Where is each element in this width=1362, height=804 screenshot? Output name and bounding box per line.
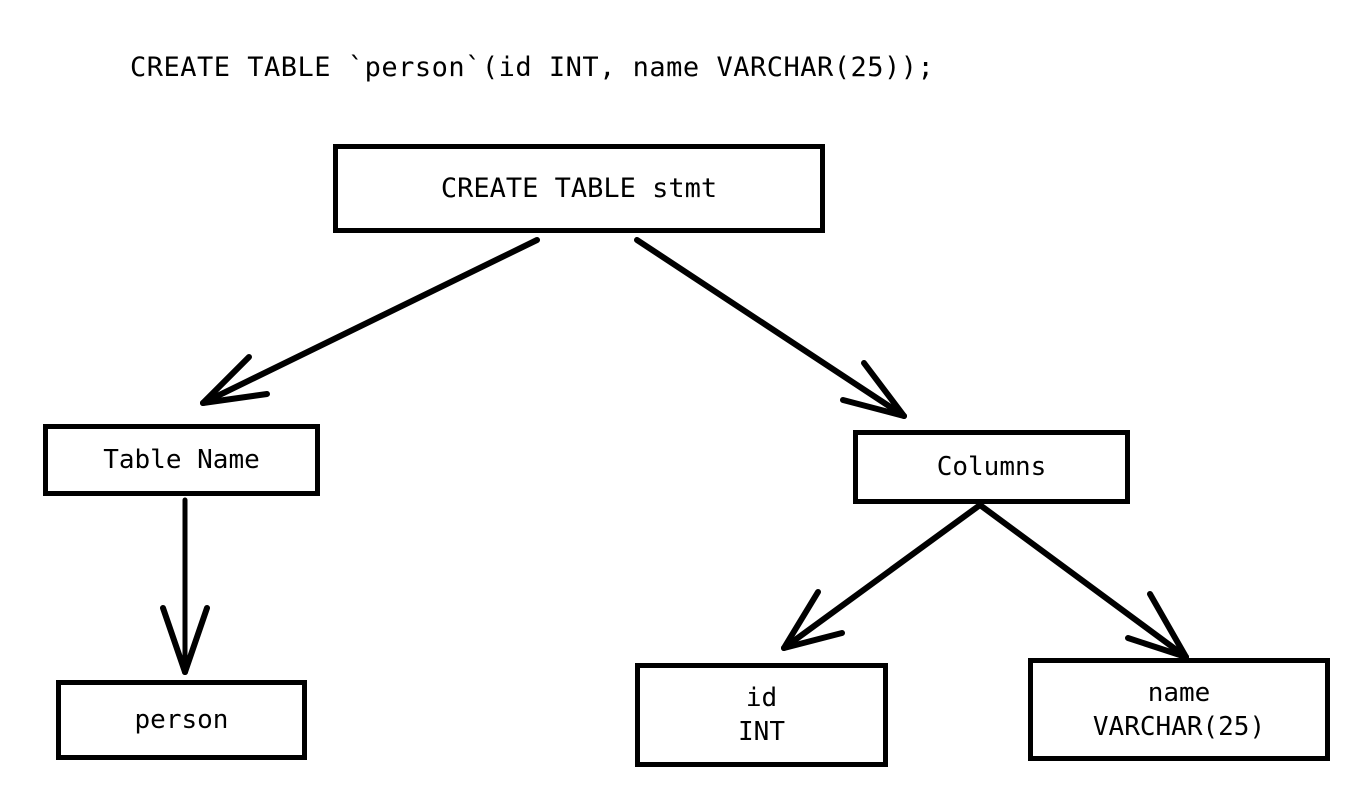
edge-table-name-to-person: [160, 497, 210, 675]
node-label: id: [745, 683, 778, 713]
node-person[interactable]: person: [56, 680, 307, 760]
node-label: person: [134, 705, 229, 735]
node-label-type: INT: [738, 717, 785, 747]
node-columns[interactable]: Columns: [853, 430, 1130, 504]
node-label: name: [1147, 677, 1211, 708]
node-create-table-stmt[interactable]: CREATE TABLE stmt: [333, 144, 825, 233]
edge-columns-to-col-name: [977, 502, 1189, 660]
page-title: CREATE TABLE `person`(id INT, name VARCH…: [130, 52, 935, 83]
node-label-type: VARCHAR(25): [1092, 711, 1266, 742]
edge-columns-to-col-id: [781, 502, 983, 651]
node-column-id[interactable]: id INT: [635, 663, 888, 767]
edge-root-to-columns: [634, 237, 907, 419]
node-column-name[interactable]: name VARCHAR(25): [1028, 658, 1330, 761]
node-label: Table Name: [103, 445, 260, 475]
edge-root-to-table-name: [200, 237, 540, 406]
node-label: Columns: [936, 452, 1047, 482]
node-label: CREATE TABLE stmt: [440, 172, 718, 204]
node-table-name[interactable]: Table Name: [43, 424, 320, 496]
